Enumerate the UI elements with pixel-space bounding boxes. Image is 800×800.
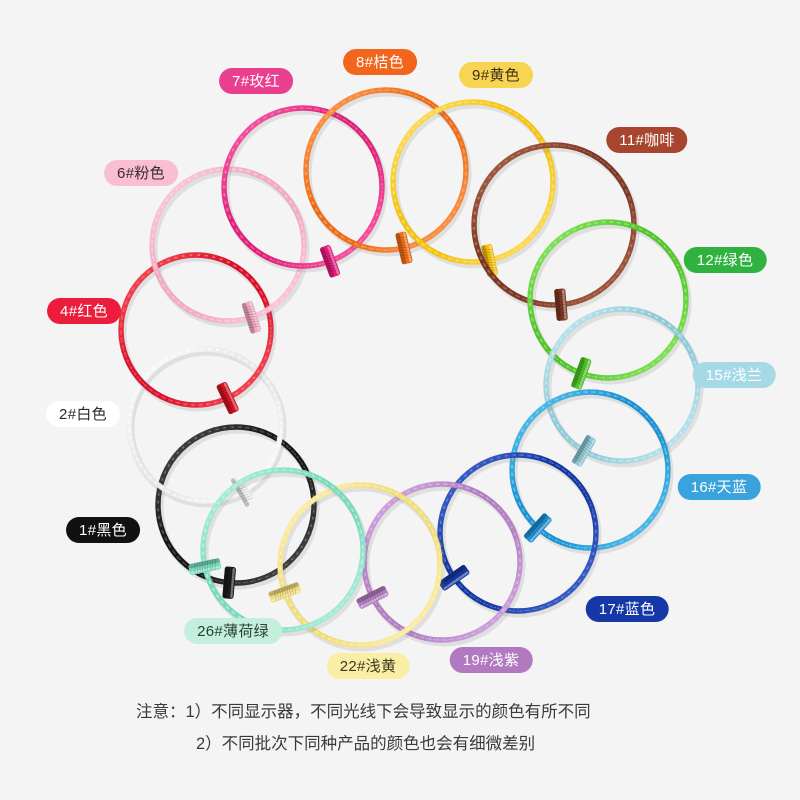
color-label-2: 2#白色 xyxy=(46,401,120,427)
color-label-4: 4#红色 xyxy=(47,298,121,324)
color-label-19: 19#浅紫 xyxy=(449,647,533,673)
wire-ring-7 xyxy=(221,105,388,278)
color-label-11: 11#咖啡 xyxy=(606,127,688,153)
ring-connector-barrel xyxy=(571,434,596,467)
ring-connector-barrel xyxy=(554,288,568,321)
wire-ring-2 xyxy=(126,346,287,508)
wire-ring-1 xyxy=(155,424,320,599)
color-label-7: 7#玫红 xyxy=(219,68,293,94)
ring-connector-barrel xyxy=(319,245,341,278)
ring-connector-barrel xyxy=(356,585,389,609)
ring-connector-barrel xyxy=(188,558,222,575)
ring-connector-barrel xyxy=(438,564,470,591)
ring-connector-barrel xyxy=(395,231,413,265)
ring-connector-barrel xyxy=(481,243,498,277)
color-label-6: 6#粉色 xyxy=(104,160,178,186)
color-label-1: 1#黑色 xyxy=(66,517,140,543)
color-label-17: 17#蓝色 xyxy=(585,596,669,622)
color-label-22: 22#浅黄 xyxy=(326,653,410,679)
ring-connector-barrel xyxy=(241,301,262,334)
color-label-15: 15#浅兰 xyxy=(692,362,776,388)
wire-ring-16 xyxy=(509,389,674,555)
color-label-8: 8#桔色 xyxy=(343,49,417,75)
color-label-16: 16#天蓝 xyxy=(677,474,761,500)
ring-connector-barrel xyxy=(216,381,239,415)
color-label-26: 26#薄荷绿 xyxy=(184,618,282,644)
ring-connector-barrel xyxy=(523,513,552,543)
wire-ring-9 xyxy=(390,99,559,277)
ring-connector-barrel xyxy=(268,582,302,603)
notice-line-1: 注意：1）不同显示器，不同光线下会导致显示的颜色有所不同 xyxy=(136,703,591,721)
wire-ring-26 xyxy=(188,467,369,637)
color-label-12: 12#绿色 xyxy=(683,247,767,273)
wire-ring-8 xyxy=(303,87,472,265)
ring-connector-barrel xyxy=(222,566,236,599)
ring-connector-barrel xyxy=(571,356,592,390)
wire-ring-22 xyxy=(268,482,446,652)
notice-block: 注意：1）不同显示器，不同光线下会导致显示的颜色有所不同 2）不同批次下同种产品… xyxy=(0,696,800,760)
wire-ring-6 xyxy=(149,166,310,334)
wire-ring-17 xyxy=(437,452,602,618)
wire-ring-12 xyxy=(527,219,692,390)
color-label-9: 9#黄色 xyxy=(459,62,533,88)
notice-line-2: 2）不同批次下同种产品的颜色也会有细微差别 xyxy=(196,735,536,754)
